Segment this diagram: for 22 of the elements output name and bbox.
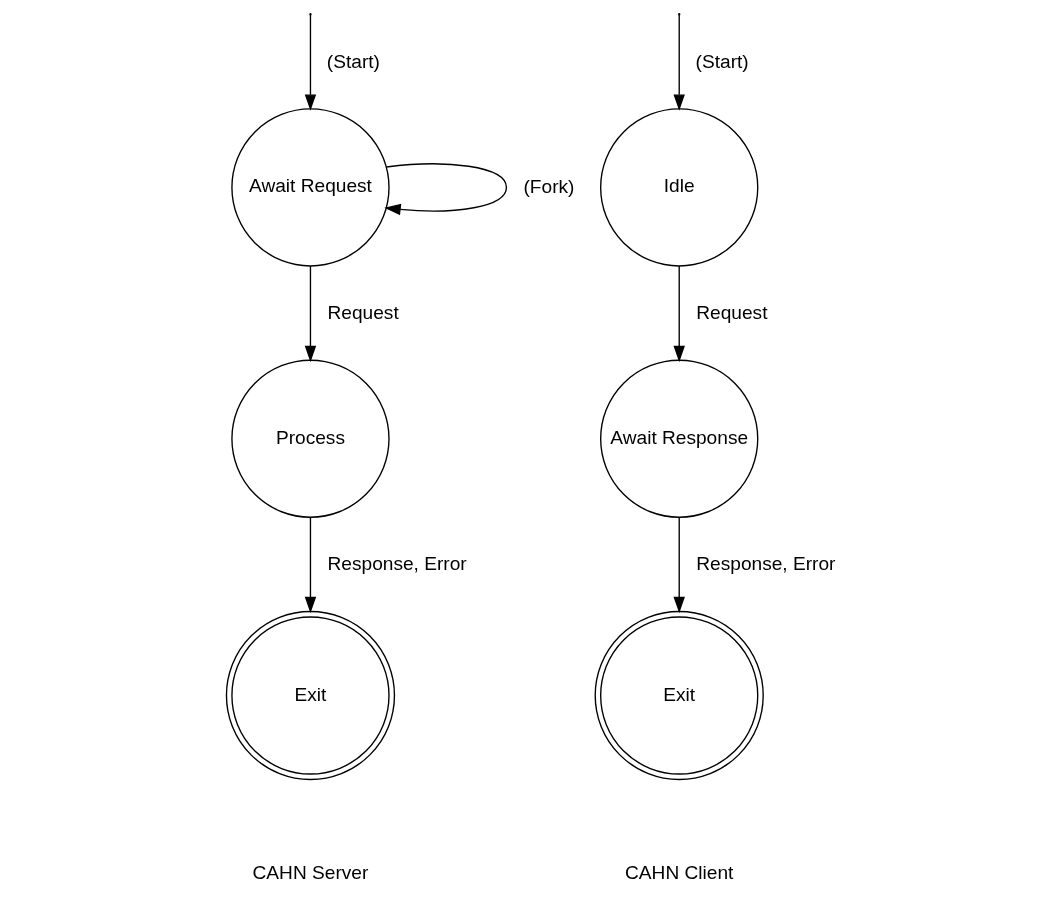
arrow	[304, 265, 316, 363]
node-circle: Exit	[225, 610, 395, 781]
arrow	[672, 265, 685, 363]
arrow	[672, 516, 685, 614]
label: CAHN Client	[624, 861, 733, 883]
arrow	[304, 14, 316, 111]
edge-label: (Start)	[695, 50, 749, 72]
edge-label: (Start)	[326, 50, 380, 72]
arrow	[672, 14, 685, 111]
node-circle: Await Request	[230, 108, 390, 267]
edge-label: Response, Error	[695, 553, 835, 575]
node-circle: Exit	[594, 610, 764, 781]
edge-label: (Fork)	[523, 176, 574, 198]
node-circle: Process	[230, 359, 390, 518]
node-circle: Await Response	[599, 359, 758, 518]
edge-label: Request	[327, 301, 399, 323]
arrow	[383, 163, 507, 216]
edge-label: Response, Error	[327, 553, 467, 575]
node-circle: Idle	[599, 108, 758, 267]
arrow	[304, 516, 316, 614]
label: CAHN Server	[252, 861, 368, 883]
edge-label: Request	[695, 301, 767, 323]
